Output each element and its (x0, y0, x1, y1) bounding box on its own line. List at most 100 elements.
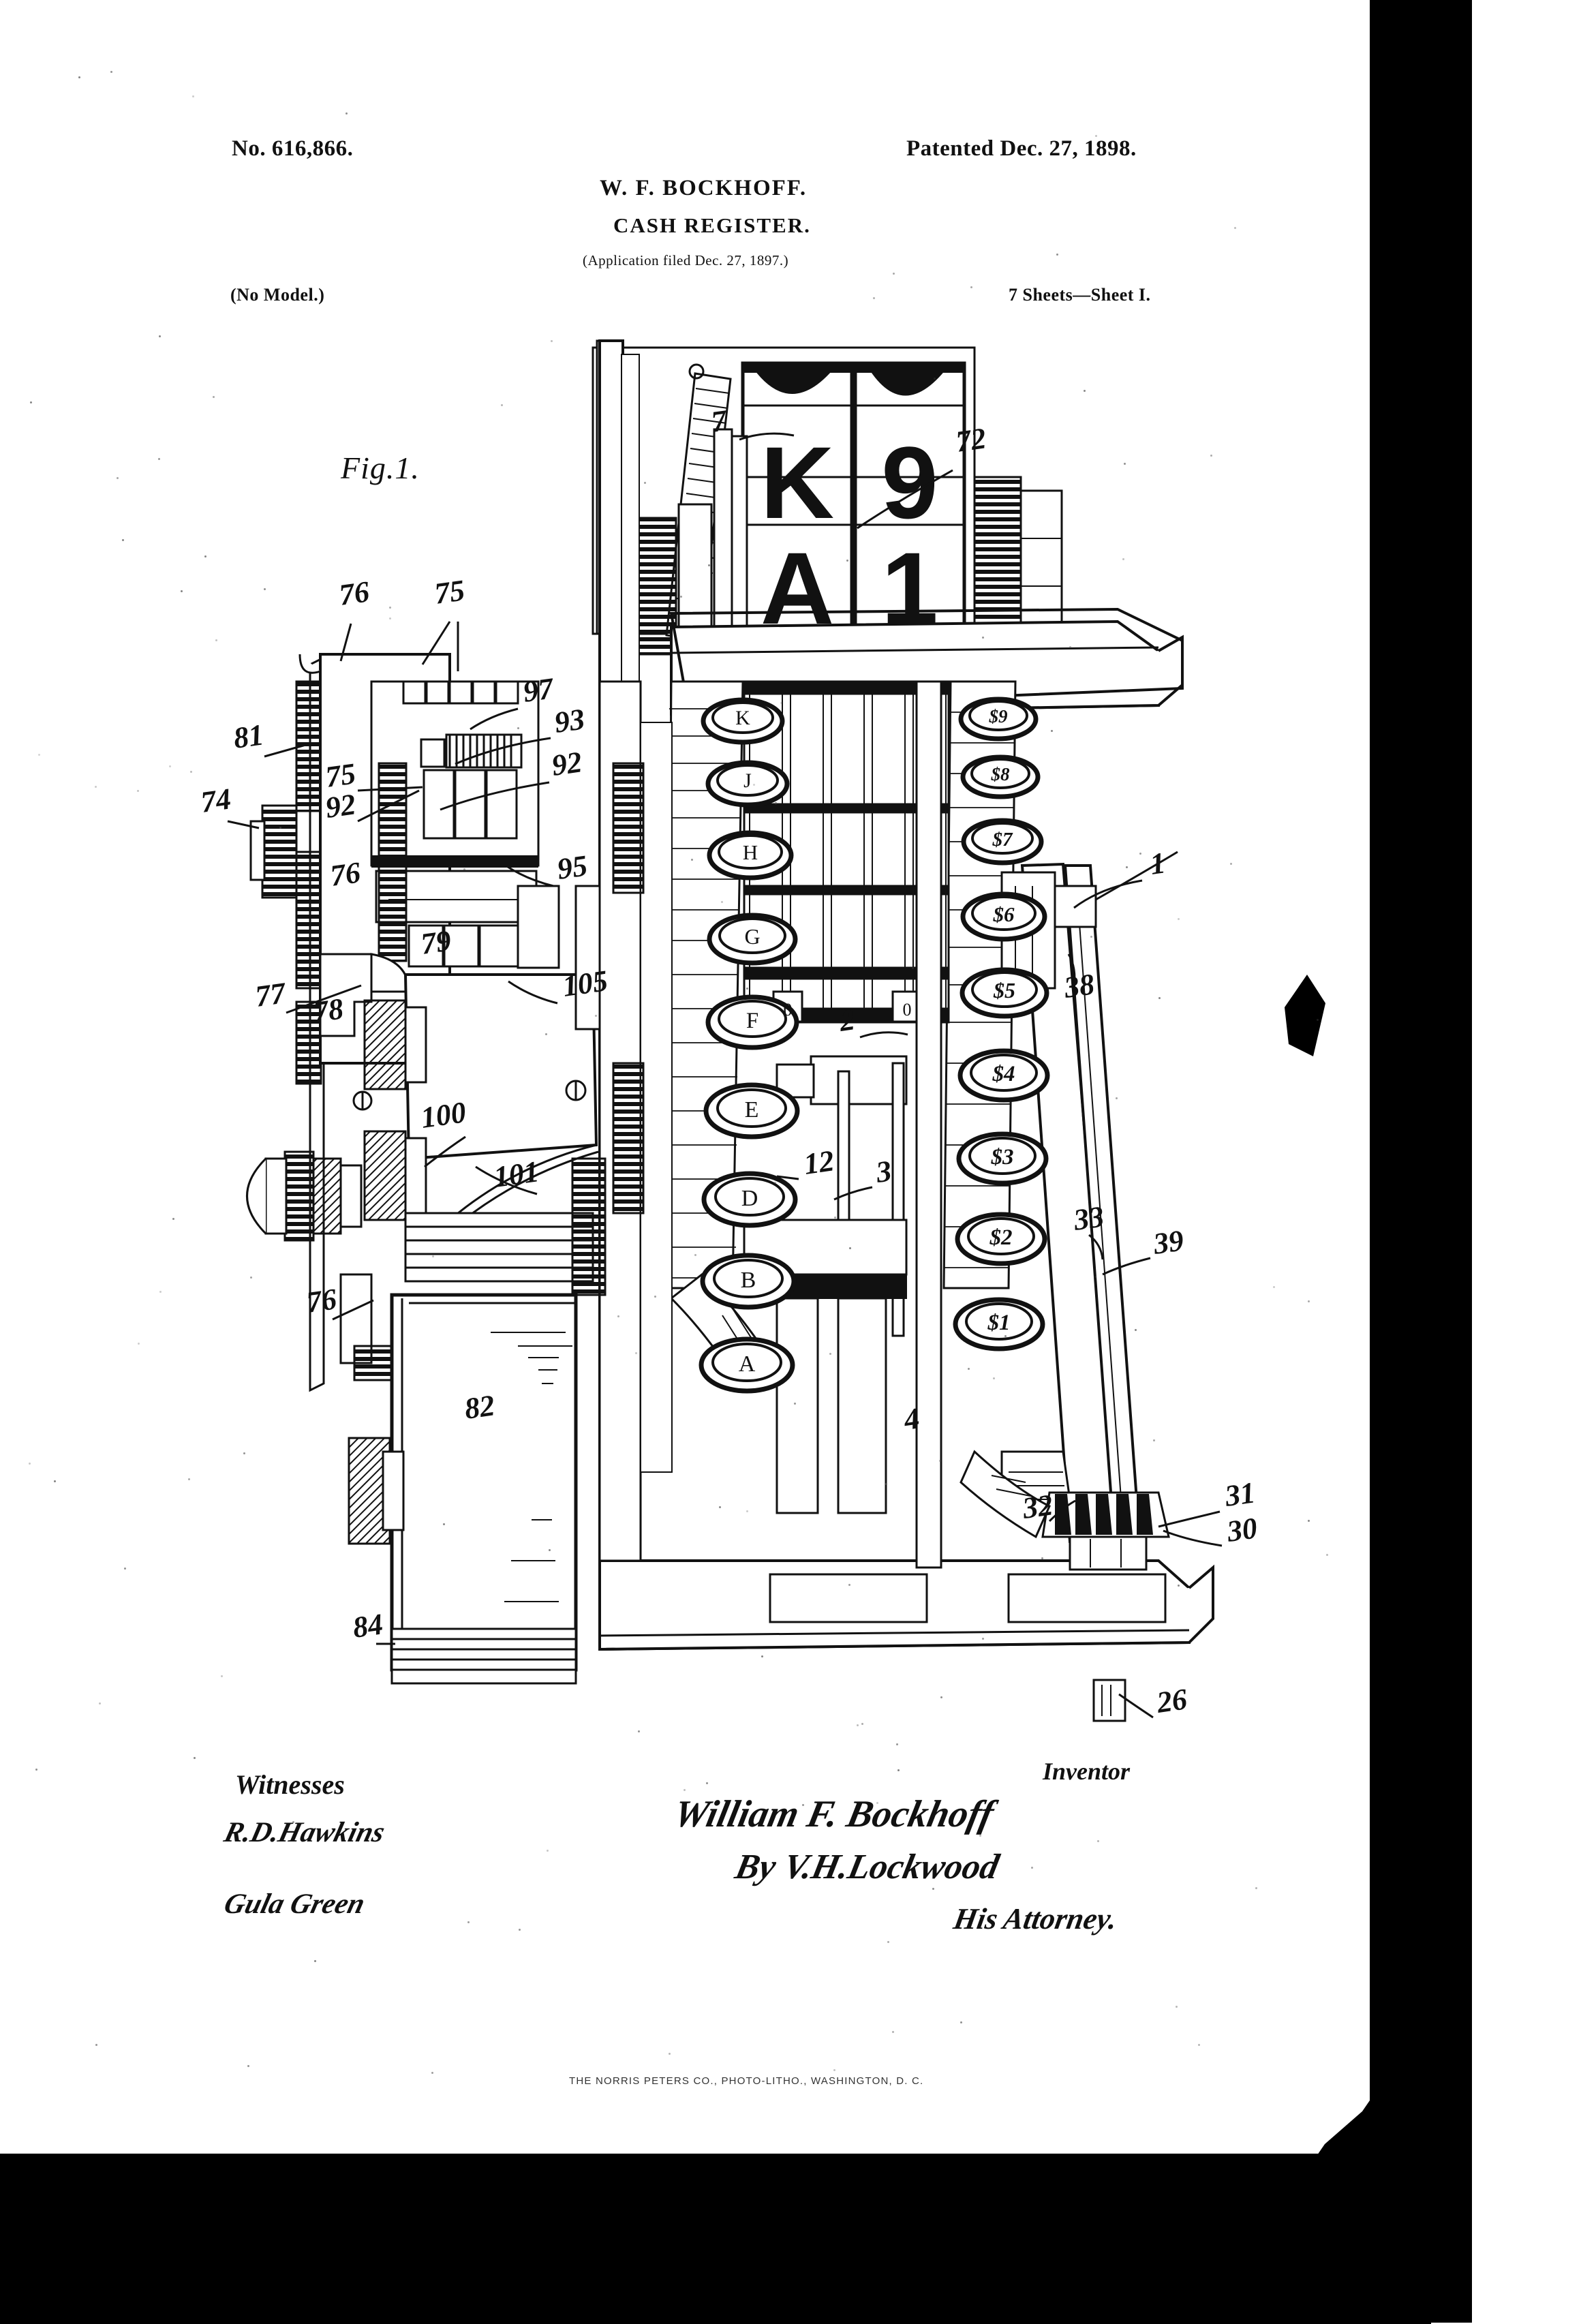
reference-numeral-38: 38 (1062, 967, 1096, 1005)
reference-numeral-81: 81 (232, 718, 266, 755)
key-dollar-2[interactable]: $2 (955, 1212, 1047, 1266)
scan-speckle (1153, 1439, 1156, 1442)
small-digit-right: 0 (903, 1000, 912, 1020)
key-dollar-5[interactable]: $5 (960, 967, 1049, 1019)
reference-numeral-84: 84 (351, 1607, 385, 1645)
key-A[interactable]: A (699, 1336, 795, 1394)
patent-date: Patented Dec. 27, 1898. (906, 136, 1137, 161)
scan-speckle (721, 900, 724, 903)
reference-numeral-92: 92 (324, 787, 358, 825)
scan-speckle (78, 76, 80, 79)
no-model-note: (No Model.) (230, 285, 325, 305)
key-dollar-6[interactable]: $6 (960, 891, 1047, 942)
scan-speckle (892, 273, 895, 275)
scan-speckle (549, 1548, 551, 1551)
scan-speckle (833, 2068, 835, 2071)
scan-speckle (1177, 918, 1180, 921)
scan-speckle (829, 1353, 831, 1356)
scan-speckle (1175, 2006, 1178, 2008)
scan-speckle (99, 1702, 102, 1705)
key-label: $5 (993, 978, 1015, 1003)
key-dollar-3[interactable]: $3 (956, 1131, 1049, 1186)
key-D[interactable]: D (701, 1171, 798, 1228)
scan-speckle (110, 70, 113, 73)
scan-speckle (243, 1452, 245, 1454)
scan-speckle (95, 785, 97, 788)
scan-speckle (911, 966, 914, 969)
key-J[interactable]: J (705, 760, 790, 808)
key-H[interactable]: H (707, 830, 794, 881)
scan-speckle (1095, 135, 1098, 138)
scan-speckle (1307, 1519, 1310, 1522)
scan-speckle (124, 1568, 127, 1570)
scan-speckle (1122, 557, 1125, 560)
display-right-upper-char: 9 (881, 425, 938, 540)
reference-numeral-93: 93 (553, 702, 587, 739)
reference-numeral-32: 32 (1020, 1488, 1055, 1525)
scan-speckle (1325, 1553, 1328, 1556)
key-dollar-9[interactable]: $9 (958, 697, 1039, 741)
key-dollar-7[interactable]: $7 (961, 818, 1044, 866)
scan-speckle (887, 1940, 889, 1943)
scan-speckle (194, 1757, 196, 1760)
scan-speckle (960, 2021, 962, 2024)
scan-speckle (861, 1722, 864, 1725)
reference-numeral-12: 12 (802, 1144, 836, 1181)
scan-speckle (221, 1675, 224, 1678)
scan-speckle (856, 1724, 859, 1726)
scan-speckle (345, 112, 348, 114)
scan-speckle (500, 404, 503, 407)
reference-numeral-79: 79 (419, 923, 453, 961)
scan-speckle (746, 1510, 748, 1513)
key-F[interactable]: F (705, 994, 799, 1050)
letter-key-group: K J H G F (699, 697, 800, 1394)
scan-speckle (35, 1769, 38, 1771)
reference-numeral-76: 76 (328, 855, 363, 893)
inventor-signature: William F. Bockhoff (670, 1793, 998, 1835)
scan-speckle (981, 1637, 984, 1640)
scan-speckle (1229, 863, 1232, 866)
scan-speckle (873, 297, 876, 300)
scan-speckle (551, 339, 553, 342)
reference-numeral-26: 26 (1154, 1682, 1189, 1719)
display-left-lower-char: A (761, 531, 834, 645)
scan-speckle (846, 559, 848, 562)
reference-numeral-30: 30 (1225, 1511, 1259, 1548)
scan-speckle (279, 826, 282, 829)
scan-speckle (1233, 226, 1236, 229)
key-B[interactable]: B (700, 1253, 797, 1310)
scan-speckle (896, 1743, 899, 1746)
scan-speckle (172, 1218, 174, 1221)
key-dollar-8[interactable]: $8 (960, 754, 1041, 799)
scan-speckle (1316, 1018, 1319, 1021)
key-label: $3 (991, 1145, 1014, 1169)
scan-speckle (794, 1402, 797, 1405)
printer-credit: THE NORRIS PETERS CO., PHOTO-LITHO., WAS… (569, 2075, 924, 2087)
scan-speckle (1094, 1276, 1097, 1279)
key-label: $7 (992, 829, 1014, 851)
key-dollar-1[interactable]: $1 (953, 1297, 1045, 1351)
scan-speckle (263, 587, 266, 590)
scan-speckle (1178, 1584, 1180, 1587)
scan-speckle (28, 1463, 31, 1465)
scan-speckle (431, 2071, 434, 2074)
scan-speckle (940, 1696, 943, 1699)
inventor-label: Inventor (1043, 1758, 1131, 1785)
key-label: E (745, 1097, 759, 1122)
scan-speckle (1069, 645, 1071, 648)
scan-speckle (1126, 866, 1129, 869)
key-K[interactable]: K (701, 697, 785, 745)
reference-numeral-75: 75 (324, 756, 358, 794)
scan-speckle (213, 395, 215, 398)
scan-edge-right (1370, 0, 1472, 2323)
amount-key-group: $9 $8 $7 $6 $5 (953, 697, 1050, 1351)
scan-speckle (1163, 1234, 1165, 1237)
key-E[interactable]: E (703, 1082, 800, 1140)
key-G[interactable]: G (707, 913, 798, 966)
key-dollar-4[interactable]: $4 (957, 1048, 1050, 1103)
scan-speckle (761, 1655, 764, 1657)
witness-signature-1: R.D.Hawkins (221, 1817, 388, 1848)
scan-speckle (1210, 455, 1213, 457)
